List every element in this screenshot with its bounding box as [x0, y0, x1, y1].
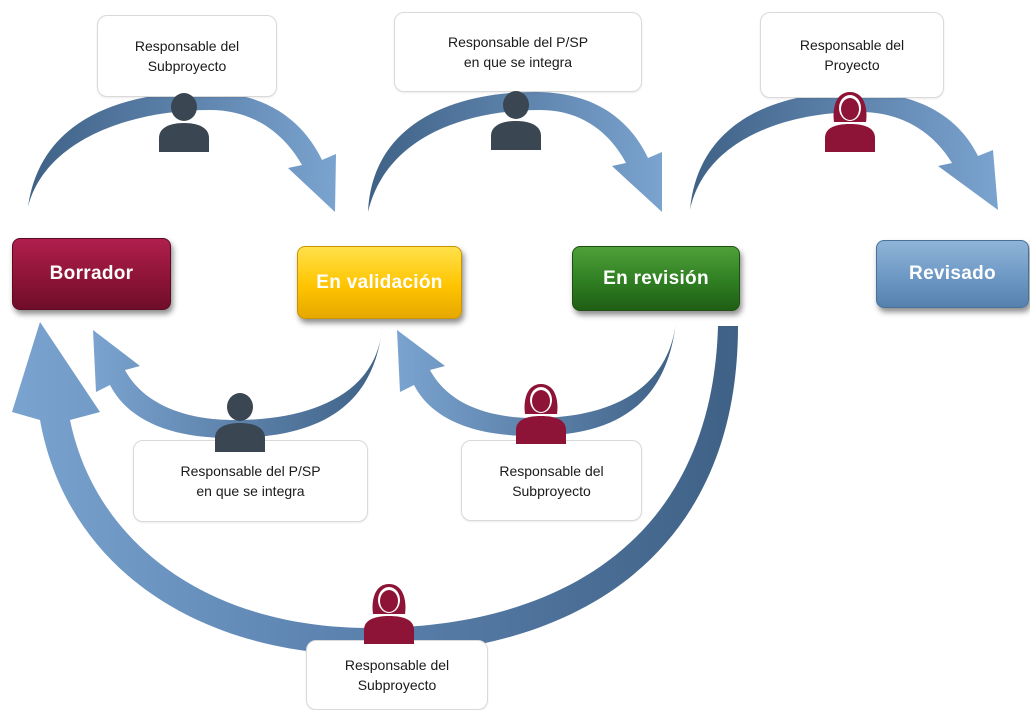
- role-1-line2: Subproyecto: [147, 58, 227, 74]
- role-3-line1: Responsable del: [799, 37, 905, 53]
- arrow-borrador-to-validacion: [28, 92, 336, 212]
- state-en-revision-label: En revisión: [603, 267, 709, 289]
- arrow-validacion-to-borrador: [93, 330, 382, 438]
- state-borrador-label: Borrador: [49, 263, 134, 284]
- role-5-line2: Subproyecto: [512, 482, 591, 499]
- male-person-icon: [491, 91, 541, 150]
- state-revisado-label: Revisado: [909, 263, 996, 284]
- female-person-icon: [825, 92, 875, 152]
- male-person-icon: [215, 393, 265, 452]
- state-en-revision: En revisión: [572, 246, 740, 311]
- role-2-line2: en que se integra: [463, 54, 573, 70]
- male-person-icon: [159, 93, 209, 152]
- state-en-validacion-label: En validación: [316, 271, 443, 293]
- role-1-line1: Responsable del: [134, 38, 240, 54]
- role-6-line2: Subproyecto: [357, 677, 437, 693]
- role-2-line1: Responsable del P/SP: [447, 34, 589, 50]
- role-4-line2: en que se integra: [196, 483, 305, 499]
- arrow-validacion-to-revision: [368, 92, 662, 212]
- arrow-revision-to-validacion: [397, 322, 676, 436]
- female-person-icon: [516, 384, 566, 444]
- role-6-line1: Responsable del: [344, 657, 450, 673]
- state-en-validacion: En validación: [297, 246, 462, 319]
- role-3-line2: Proyecto: [824, 57, 880, 73]
- state-revisado: Revisado: [876, 240, 1029, 308]
- role-box-4: Responsable del P/SP en que se integra: [133, 440, 368, 522]
- state-borrador: Borrador: [12, 238, 171, 310]
- role-box-1: Responsable del Subproyecto: [97, 15, 277, 97]
- role-4-line1: Responsable del P/SP: [180, 463, 321, 479]
- role-box-6: Responsable del Subproyecto: [306, 640, 488, 710]
- role-box-5: Responsable del Subproyecto: [461, 440, 642, 521]
- female-person-icon: [364, 584, 414, 644]
- role-5-line1: Responsable del: [499, 462, 604, 479]
- role-box-3: Responsable del Proyecto: [760, 12, 944, 98]
- role-box-2: Responsable del P/SP en que se integra: [394, 12, 642, 92]
- arrow-revision-to-revisado: [690, 92, 998, 210]
